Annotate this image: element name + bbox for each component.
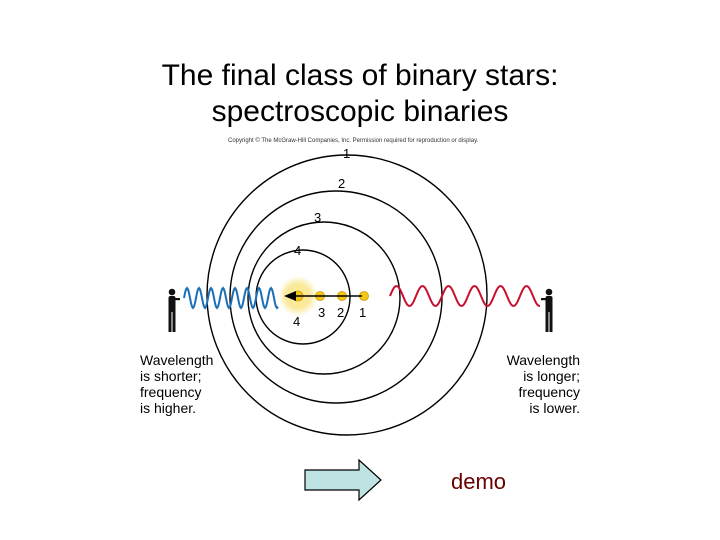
right-caption-line-3: frequency (518, 384, 580, 400)
left-caption-line-2: is shorter; (140, 368, 202, 384)
slide-title: The final class of binary stars: spectro… (0, 58, 720, 130)
observer-icon-right (541, 288, 553, 332)
demo-link[interactable]: demo (451, 469, 507, 494)
right-caption: Wavelength is longer; frequency is lower… (480, 352, 580, 416)
left-caption-line-4: is higher. (140, 400, 197, 416)
orbit-label-4: 4 (294, 243, 301, 258)
red-wave (389, 285, 540, 307)
orbit-3-circle (247, 221, 401, 375)
left-caption: Wavelength is shorter; frequency is high… (140, 352, 213, 416)
title-line-1: The final class of binary stars: (161, 59, 559, 92)
orbit-label-2: 2 (338, 176, 345, 191)
motion-arrow-head (284, 291, 296, 301)
right-caption-line-4: is lower. (529, 400, 580, 416)
position-label-2: 2 (337, 305, 344, 320)
position-label-3: 3 (318, 305, 325, 320)
orbit-1-circle (206, 154, 488, 436)
blue-wave (183, 286, 279, 310)
position-label-4: 4 (293, 314, 300, 329)
orbit-label-3: 3 (314, 210, 321, 225)
demo-arrow-icon[interactable] (304, 458, 382, 502)
right-caption-line-1: Wavelength (506, 352, 580, 368)
left-caption-line-1: Wavelength (140, 352, 214, 368)
orbit-label-1: 1 (343, 146, 350, 161)
position-label-1: 1 (359, 305, 366, 320)
left-caption-line-3: frequency (140, 384, 202, 400)
title-line-2: spectroscopic binaries (211, 95, 509, 128)
observer-icon-left (168, 288, 180, 332)
right-caption-line-2: is longer; (523, 368, 580, 384)
copyright-credit: Copyright © The McGraw-Hill Companies, I… (228, 138, 479, 144)
